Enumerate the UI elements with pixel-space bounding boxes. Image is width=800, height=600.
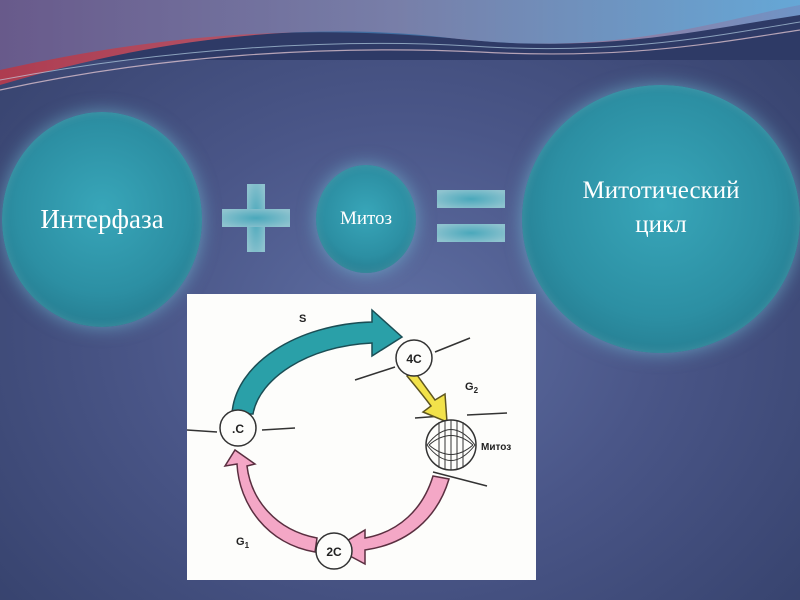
diagram-mitosis-label: Митоз	[481, 442, 511, 453]
cycle-label-line1: Митотический	[582, 177, 740, 204]
g1-phase-label: G1	[236, 536, 250, 550]
g2-phase-arrow	[406, 367, 448, 424]
equals-icon	[437, 190, 505, 242]
node-4c-label: 4C	[406, 352, 422, 366]
boundary-line-left	[187, 429, 218, 433]
mitosis-label: Митоз	[339, 208, 393, 229]
cell-cycle-diagram-svg: .C 4C 2C S G2 Митоз G1	[187, 308, 511, 570]
node-4c-circle	[395, 339, 433, 377]
mitotic-cycle-circle: Митотический цикл	[522, 85, 800, 353]
node-2c-circle	[315, 532, 353, 570]
g2-phase-main: G	[465, 381, 474, 393]
node-c-label: .C	[232, 422, 244, 436]
interphase-label: Интерфаза	[40, 204, 164, 234]
s-phase-label: S	[299, 313, 306, 325]
boundary-line-4c-b	[434, 337, 471, 353]
boundary-line-mit-c	[432, 471, 488, 487]
g1-phase-sub: 1	[245, 541, 250, 550]
cycle-label-line2: цикл	[635, 211, 687, 238]
boundary-line-4c-a	[354, 366, 396, 381]
boundary-line-left-2	[261, 427, 296, 431]
g2-phase-sub: 2	[474, 386, 479, 395]
cell-cycle-diagram: .C 4C 2C S G2 Митоз G1	[187, 294, 536, 580]
s-phase-arrow	[231, 308, 404, 415]
node-c-circle	[219, 409, 257, 447]
interphase-circle: Интерфаза	[2, 112, 202, 327]
boundary-line-mit-b	[466, 412, 508, 416]
top-wave-decoration	[0, 0, 800, 91]
mitosis-spindle-icon	[425, 419, 477, 471]
g2-phase-label: G2	[465, 381, 479, 395]
mitosis-circle: Митоз	[316, 165, 416, 273]
g1-phase-main: G	[236, 536, 245, 548]
plus-icon	[222, 184, 290, 252]
g1-return-arrow	[223, 448, 318, 553]
node-2c-label: 2C	[326, 545, 342, 559]
